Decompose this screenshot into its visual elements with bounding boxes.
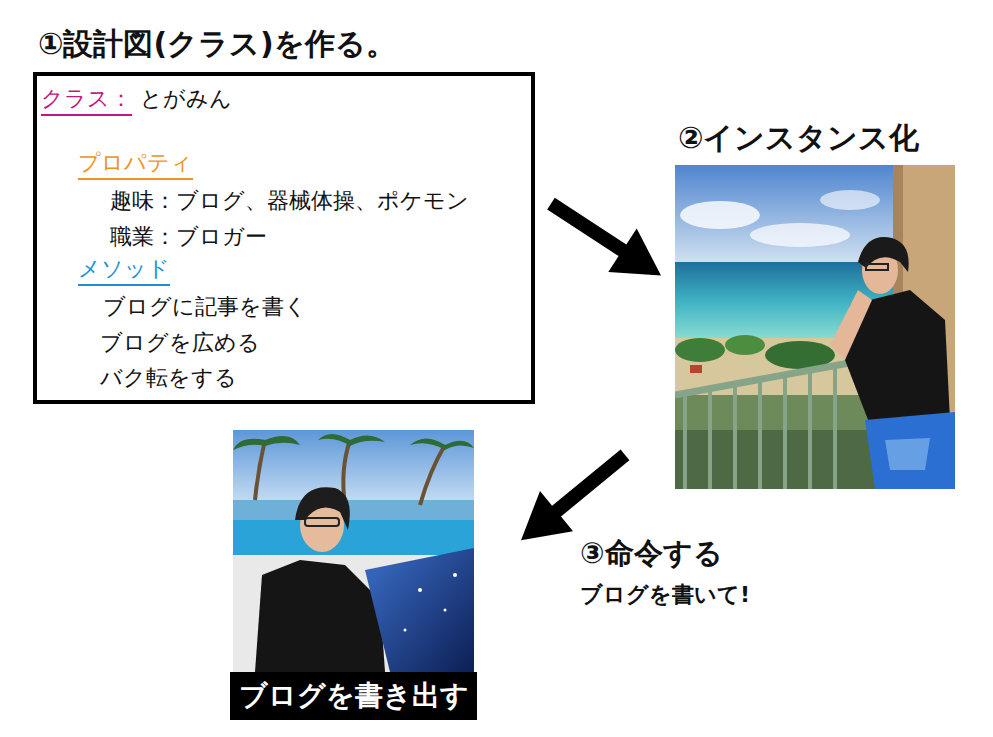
property-label: プロパティ xyxy=(78,150,193,180)
method-item: バク転をする xyxy=(100,365,237,391)
step-title: ①設計図(クラス)を作る。 xyxy=(38,26,396,62)
method-label: メソッド xyxy=(78,256,170,286)
instruction-note: ブログを書いて! xyxy=(580,582,750,608)
class-label: クラス： xyxy=(41,86,132,116)
property-item: 趣味：ブログ、器械体操、ポケモン xyxy=(110,188,469,214)
class-name: とがみん xyxy=(140,86,232,112)
class-blueprint: ①設計図(クラス)を作る。クラス： とがみんプロパティ趣味：ブログ、器械体操、ポケ… xyxy=(33,26,535,404)
laptop-photo xyxy=(233,430,474,672)
instance-photo: ②インスタンス化 xyxy=(675,120,957,490)
action-photo: ブログを書き出す xyxy=(230,430,491,728)
property-item: 職業：ブロガー xyxy=(110,224,267,250)
balcony-photo xyxy=(675,165,955,489)
flow-arrow xyxy=(547,198,661,276)
method-item: ブログを広める xyxy=(100,330,260,356)
step-title: ②インスタンス化 xyxy=(678,120,919,156)
method-item: ブログに記事を書く xyxy=(103,294,307,320)
flow-arrow xyxy=(521,449,629,540)
step-title: ③命令する xyxy=(580,536,723,571)
photo-caption: ブログを書き出す xyxy=(230,672,477,720)
